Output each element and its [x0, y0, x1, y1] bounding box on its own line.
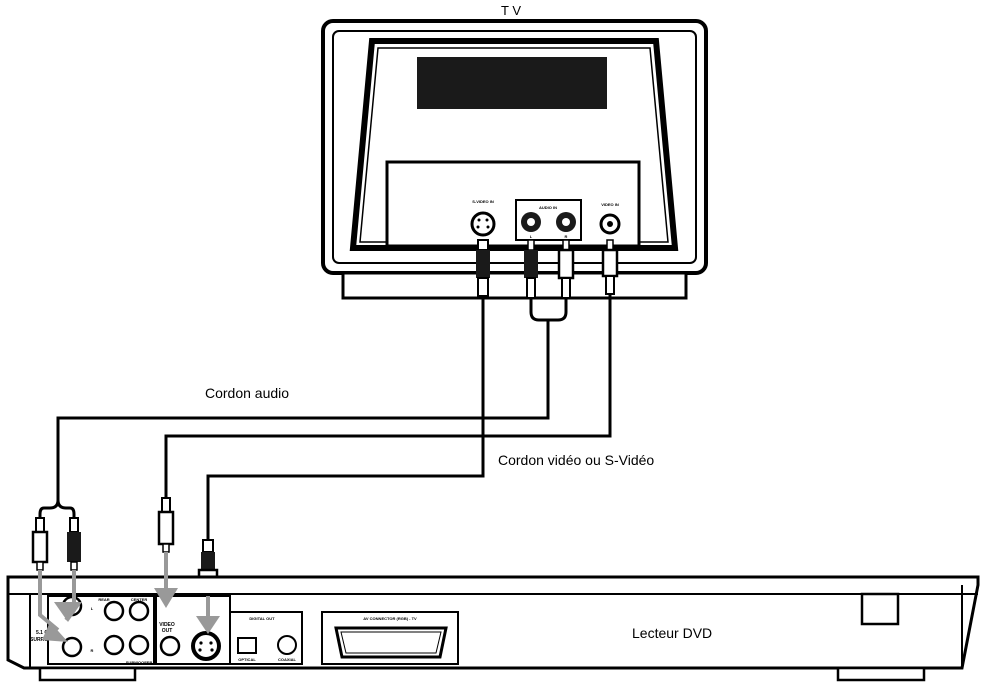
scart-connector [334, 626, 448, 659]
video-plug-dvd [157, 510, 175, 546]
audio-cable-branch-r [548, 298, 568, 322]
audio-r-label: R [565, 234, 568, 239]
rear-l-jack [103, 600, 125, 622]
svideo-plug-tv [476, 250, 490, 278]
arrow-svideo [196, 616, 220, 634]
video-plug-tv [601, 248, 619, 278]
video-in-label: VIDEO IN [601, 202, 619, 207]
svideo-in-jack [470, 211, 496, 237]
dvd-foot-right [836, 666, 926, 682]
svideo-in-label: S-VIDEO IN [472, 199, 494, 204]
video-cable-label: Cordon vidéo ou S-Vidéo [498, 452, 655, 468]
audio-cable-label: Cordon audio [205, 385, 290, 401]
tv-plugs [476, 239, 619, 299]
video-out-label-1: VIDEO [159, 622, 175, 628]
surround-label-1: 5.1 C [36, 630, 48, 636]
coaxial-label: COAXIAL [278, 657, 297, 662]
video-out-jack [159, 635, 181, 657]
surround-label-2: SURRO [30, 637, 48, 643]
arrows [38, 552, 220, 642]
cables [38, 294, 612, 540]
audio-in-label: AUDIO IN [539, 205, 557, 210]
tv-base [341, 271, 688, 300]
audio-cable-branch-l [529, 298, 548, 322]
audio-r-plug-tv [557, 248, 575, 280]
arrow-audio-l [42, 622, 68, 642]
audio-cable-split-r [56, 499, 76, 520]
l-label: L [91, 606, 94, 611]
audio-r-plug-dvd [67, 532, 81, 562]
audio-l-plug-dvd [31, 530, 49, 564]
dvd-player: 5.1 C SURRO REAR CENTER SUBWOOFER L R VI… [6, 575, 980, 682]
tv-title: T V [501, 3, 521, 18]
center-jack [128, 600, 150, 622]
subwoofer-jack [128, 634, 150, 656]
optical-jack [237, 637, 257, 654]
digital-out-label: DIGITAL OUT [249, 616, 275, 621]
av-connector-label: AV CONNECTOR (RGB) - TV [363, 616, 417, 621]
audio-l-label: L [530, 234, 533, 239]
audio-cable [56, 320, 550, 500]
arrow-audio-r [54, 602, 82, 622]
coaxial-jack [277, 635, 297, 655]
audio-cable-split-l [38, 499, 60, 520]
rear-label: REAR [98, 597, 109, 602]
rear-r-jack [103, 634, 125, 656]
video-out-label-2: OUT [162, 628, 173, 634]
dvd-foot-left [38, 666, 137, 682]
surround-jack [61, 636, 83, 658]
tv-inner-frame [332, 30, 697, 264]
tv: T V S-VIDEO IN AUDIO IN L R VIDEO IN [321, 3, 708, 300]
r-label: R [91, 648, 94, 653]
dvd-player-label: Lecteur DVD [632, 625, 713, 641]
arrow-video [154, 588, 178, 608]
svideo-cable [206, 296, 485, 540]
audio-l-plug-tv [524, 250, 538, 278]
subwoofer-label: SUBWOOFER [126, 660, 153, 665]
optical-label: OPTICAL [238, 657, 256, 662]
svideo-out-jack [191, 631, 221, 661]
center-label: CENTER [131, 597, 148, 602]
tv-vent-grille [417, 57, 607, 109]
tv-connector-box [385, 160, 641, 248]
dvd-tab [860, 592, 900, 626]
video-cable [164, 294, 612, 500]
